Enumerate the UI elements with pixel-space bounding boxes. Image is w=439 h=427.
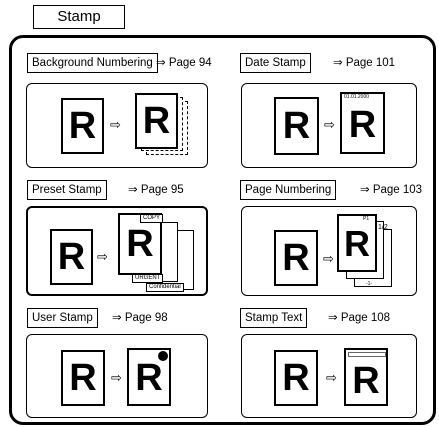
page-mark-text: P1 bbox=[363, 216, 370, 222]
preset-stamp-illustration: R ⇨ R COPY URGENT Confidential bbox=[26, 206, 208, 296]
stamp-text-page-ref: ⇒ Page 108 bbox=[328, 312, 391, 324]
original-sheet: R bbox=[274, 230, 318, 286]
urgent-stamp-tag: URGENT bbox=[132, 274, 164, 283]
user-stamp-illustration: R ⇨ R bbox=[26, 334, 208, 418]
stamp-text-illustration: R ⇨ R bbox=[241, 334, 417, 418]
copy-sheet: R bbox=[340, 92, 385, 154]
copy-sheet-front: R bbox=[337, 214, 377, 272]
background-numbering-page-ref: ⇒ Page 94 bbox=[156, 57, 212, 69]
arrow-icon: ⇨ bbox=[323, 251, 334, 266]
arrow-icon: ⇨ bbox=[111, 370, 122, 385]
stamp-overview-frame bbox=[9, 35, 436, 425]
stamp-text-strip bbox=[348, 352, 386, 357]
user-stamp-mark-icon bbox=[158, 351, 168, 361]
original-sheet: R bbox=[50, 229, 93, 285]
date-stamp-illustration: R ⇨ R 01.01.2000 bbox=[241, 83, 417, 168]
date-stamp-page-ref: ⇒ Page 101 bbox=[333, 57, 396, 69]
original-sheet: R bbox=[61, 98, 104, 154]
date-stamp-text: 01.01.2000 bbox=[344, 94, 370, 100]
user-stamp-label: User Stamp bbox=[27, 308, 98, 328]
original-sheet: R bbox=[61, 350, 105, 406]
copy-sheet: R bbox=[344, 348, 388, 406]
background-numbering-illustration: R ⇨ R bbox=[26, 83, 208, 168]
stamp-text-label: Stamp Text bbox=[240, 308, 308, 328]
arrow-icon: ⇨ bbox=[97, 249, 108, 264]
arrow-icon: ⇨ bbox=[324, 117, 335, 132]
preset-stamp-label: Preset Stamp bbox=[27, 180, 107, 200]
background-numbering-label: Background Numbering bbox=[27, 53, 158, 73]
user-stamp-page-ref: ⇒ Page 98 bbox=[112, 312, 168, 324]
page-numbering-label: Page Numbering bbox=[240, 180, 337, 200]
original-sheet: R bbox=[274, 97, 319, 155]
page-numbering-page-ref: ⇒ Page 103 bbox=[360, 184, 423, 196]
original-sheet: R bbox=[274, 350, 318, 406]
page-dash-text: -1- bbox=[366, 281, 373, 287]
page-title: Stamp bbox=[33, 5, 125, 29]
page-numbering-illustration: R ⇨ R P1 1/2 -1- bbox=[241, 206, 417, 296]
copy-sheet-front: R bbox=[135, 93, 178, 149]
page-fraction-text: 1/2 bbox=[378, 224, 388, 231]
copy-stamp-tag: COPY bbox=[140, 214, 164, 223]
arrow-icon: ⇨ bbox=[326, 370, 337, 385]
confidential-stamp-tag: Confidential bbox=[146, 283, 184, 292]
preset-stamp-page-ref: ⇒ Page 95 bbox=[128, 184, 184, 196]
arrow-icon: ⇨ bbox=[110, 117, 121, 132]
date-stamp-label: Date Stamp bbox=[240, 53, 311, 73]
